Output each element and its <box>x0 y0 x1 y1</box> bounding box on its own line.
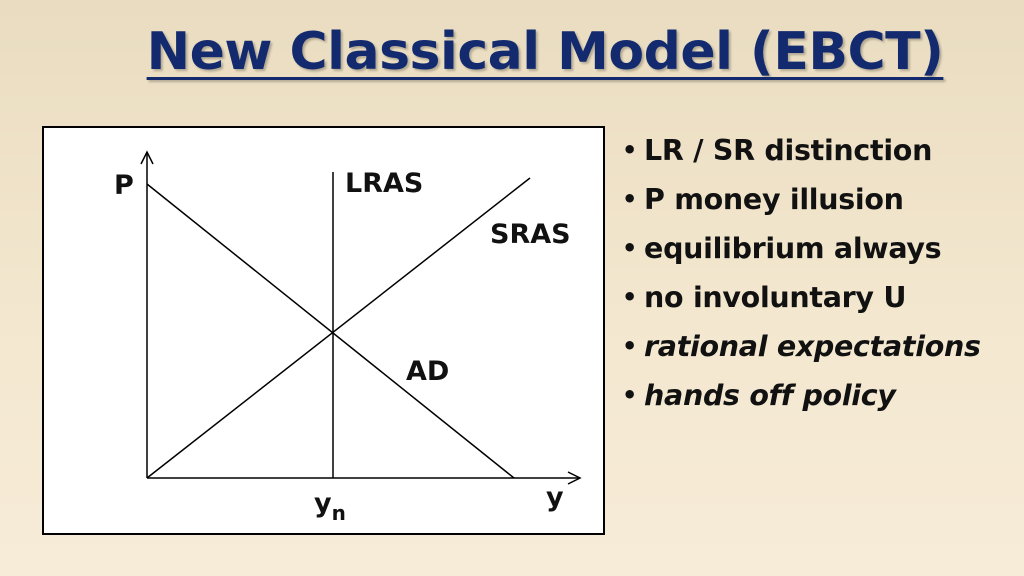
bullet-marker: • <box>622 234 638 262</box>
ad-as-diagram: P LRAS SRAS AD yn y <box>42 126 605 535</box>
bullet-item: •equilibrium always <box>622 224 1022 273</box>
sras-line <box>146 177 531 479</box>
bullet-list: •LR / SR distinction •P money illusion •… <box>622 126 1022 420</box>
bullet-text: LR / SR distinction <box>644 134 933 167</box>
diagram-svg <box>140 150 582 485</box>
natural-output-subscript: n <box>331 501 346 525</box>
bullet-marker: • <box>622 283 638 311</box>
natural-output-label: yn <box>314 490 346 523</box>
bullet-marker: • <box>622 185 638 213</box>
natural-output-base: y <box>314 488 332 519</box>
bullet-text: rational expectations <box>644 330 981 363</box>
lras-label: LRAS <box>345 168 424 199</box>
ad-line <box>146 183 515 479</box>
bullet-item: •LR / SR distinction <box>622 126 1022 175</box>
bullet-marker: • <box>622 381 638 409</box>
output-axis-arrow <box>567 471 582 485</box>
bullet-text: P money illusion <box>644 183 904 216</box>
sras-label: SRAS <box>490 219 571 250</box>
bullet-item: •hands off policy <box>622 371 1022 420</box>
price-axis-arrow <box>140 150 154 165</box>
ad-label: AD <box>406 356 450 387</box>
bullet-marker: • <box>622 332 638 360</box>
bullet-text: hands off policy <box>644 379 896 412</box>
bullet-marker: • <box>622 136 638 164</box>
price-axis-label: P <box>114 170 134 201</box>
bullet-item: •rational expectations <box>622 322 1022 371</box>
bullet-text: no involuntary U <box>644 281 907 314</box>
slide-title: New Classical Model (EBCT) <box>146 22 944 82</box>
bullet-text: equilibrium always <box>644 232 942 265</box>
output-axis-label: y <box>546 482 564 513</box>
bullet-item: •no involuntary U <box>622 273 1022 322</box>
bullet-item: •P money illusion <box>622 175 1022 224</box>
